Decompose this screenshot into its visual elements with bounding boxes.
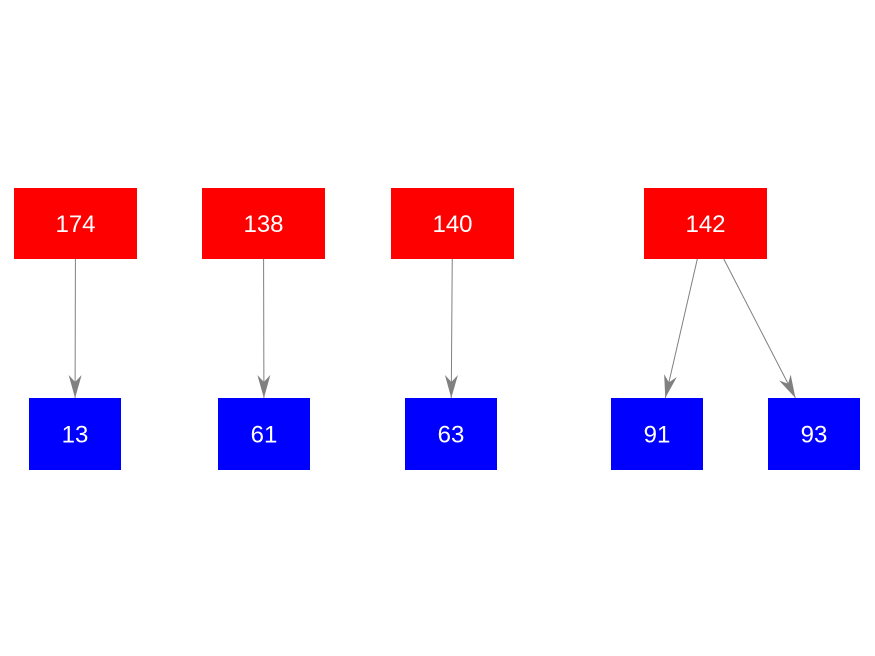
graph-node-142: 142 — [644, 188, 767, 259]
node-label: 91 — [644, 421, 671, 448]
edge-arrow-140-63 — [444, 258, 458, 399]
node-box-63 — [405, 398, 497, 470]
graph-node-13: 13 — [29, 398, 121, 470]
node-label: 174 — [55, 211, 95, 238]
node-label: 138 — [243, 211, 283, 238]
graph-node-138: 138 — [202, 188, 325, 259]
node-box-91 — [611, 398, 703, 470]
graph-node-91: 91 — [611, 398, 703, 470]
graph-node-93: 93 — [768, 398, 860, 470]
edge-arrow-142-91 — [664, 258, 698, 399]
node-label: 142 — [685, 211, 725, 238]
node-label: 140 — [432, 211, 472, 238]
node-box-140 — [391, 188, 514, 259]
node-box-138 — [202, 188, 325, 259]
node-box-61 — [218, 398, 310, 470]
graph-node-63: 63 — [405, 398, 497, 470]
node-label: 13 — [62, 421, 89, 448]
node-label: 63 — [438, 421, 465, 448]
graph-node-140: 140 — [391, 188, 514, 259]
node-box-174 — [14, 188, 137, 259]
node-label: 93 — [801, 421, 828, 448]
graph-node-61: 61 — [218, 398, 310, 470]
node-label: 61 — [251, 421, 278, 448]
node-box-93 — [768, 398, 860, 470]
graph-node-174: 174 — [14, 188, 137, 259]
edge-arrow-142-93 — [723, 258, 796, 399]
node-box-13 — [29, 398, 121, 470]
node-box-142 — [644, 188, 767, 259]
